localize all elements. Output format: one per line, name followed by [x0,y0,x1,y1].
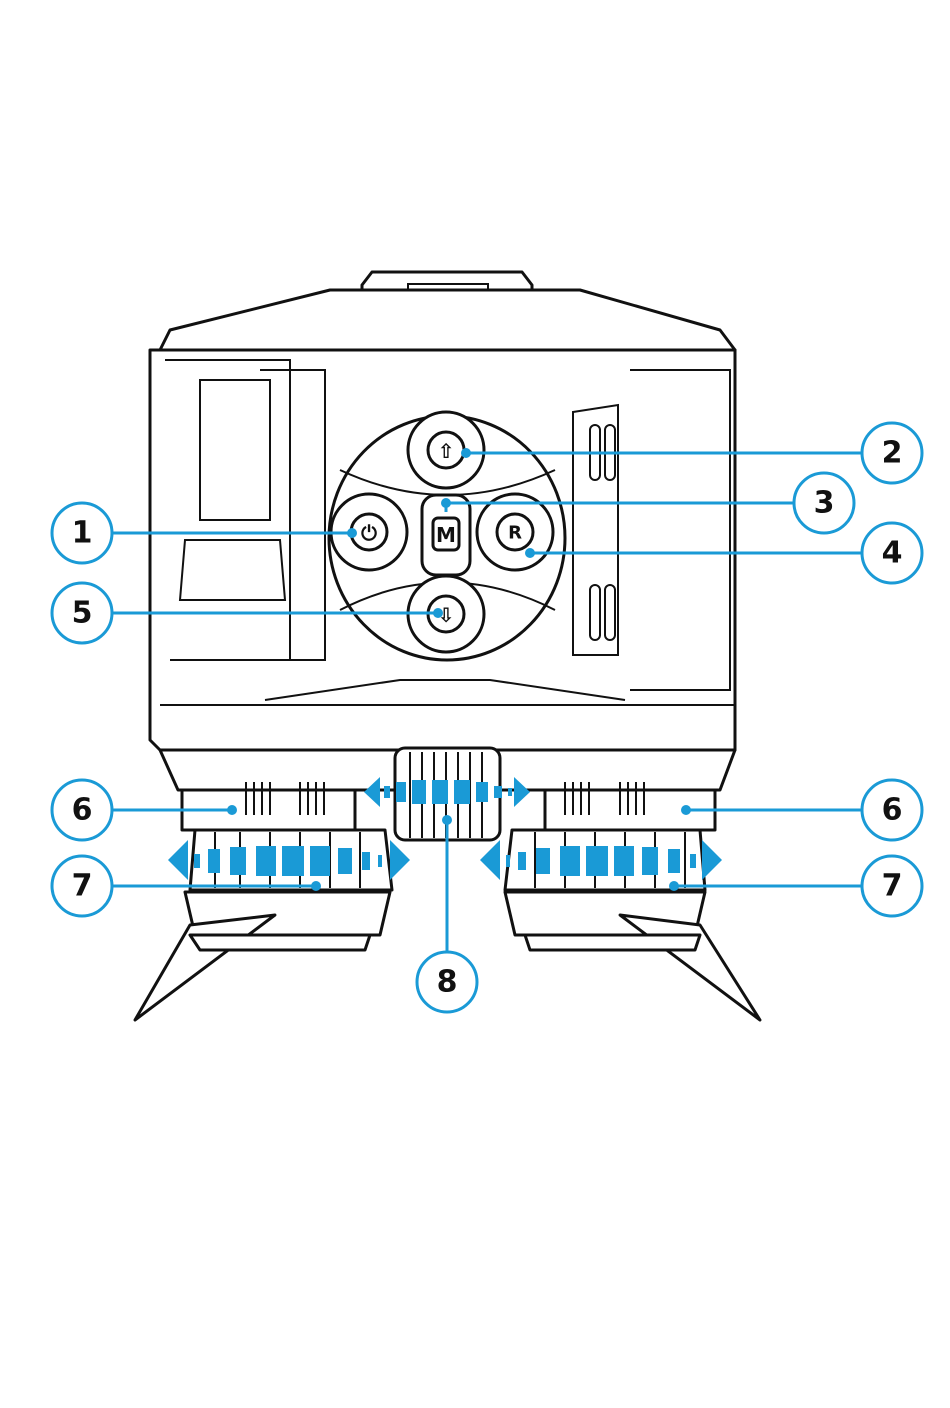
callout-3: 3 [794,473,854,533]
callout-4: 4 [862,523,922,583]
svg-text:1: 1 [72,516,93,551]
svg-text:6: 6 [882,793,903,828]
arrow-up-icon: ⇧ [438,439,455,463]
svg-text:3: 3 [814,486,835,521]
svg-text:4: 4 [882,536,903,571]
svg-text:7: 7 [72,869,93,904]
record-icon: R [508,523,522,544]
svg-text:8: 8 [437,965,458,1000]
svg-text:2: 2 [882,436,903,471]
up-button[interactable]: ⇧ [408,412,484,488]
callout-8: 8 [417,952,477,1012]
callout-7-left: 7 [52,856,112,916]
svg-text:7: 7 [882,869,903,904]
callout-7-right: 7 [862,856,922,916]
svg-text:5: 5 [72,596,93,631]
callout-2: 2 [862,423,922,483]
callout-6-right: 6 [862,780,922,840]
svg-text:6: 6 [72,793,93,828]
record-button[interactable]: R [477,494,553,570]
callout-5: 5 [52,583,112,643]
callout-1: 1 [52,503,112,563]
menu-icon: M [436,523,456,547]
power-icon: ⏻ [361,521,377,545]
callout-6-left: 6 [52,780,112,840]
